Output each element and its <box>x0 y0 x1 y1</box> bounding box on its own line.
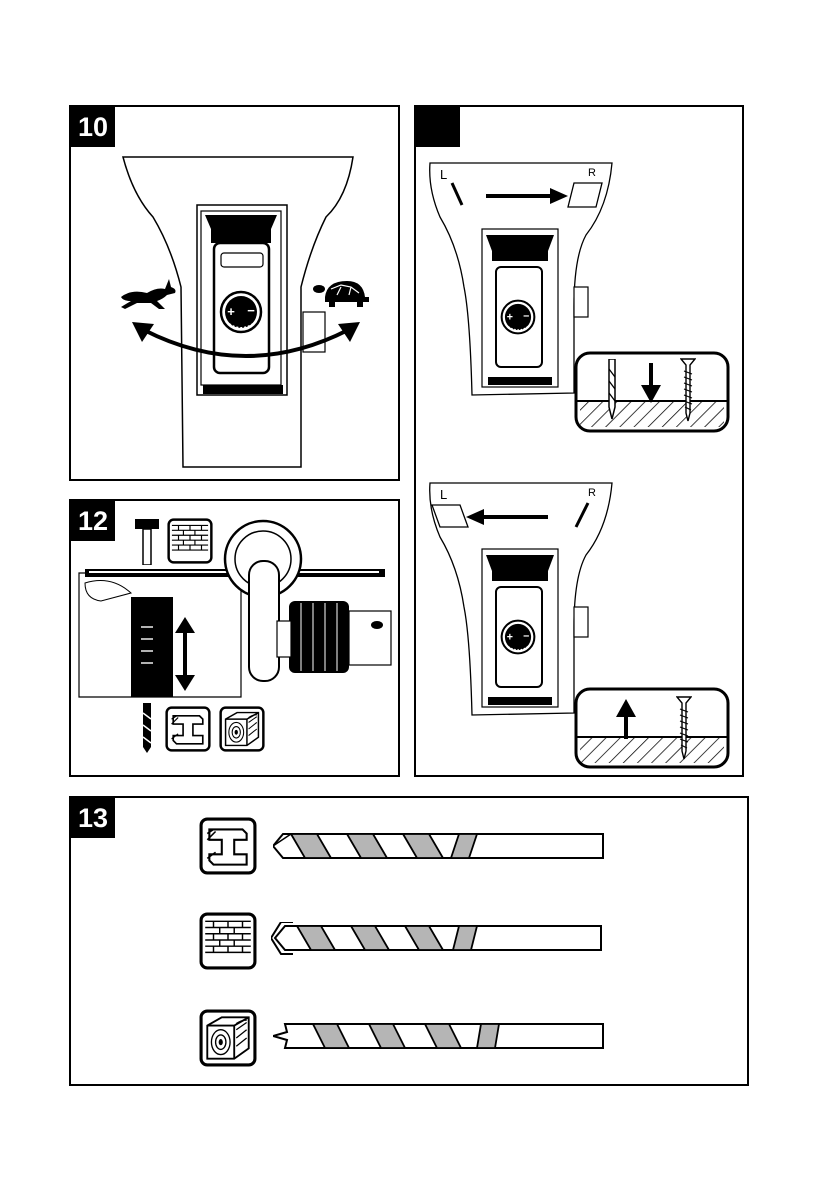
figure-11-direction-switch: L R L R <box>414 105 744 777</box>
wood-icon <box>219 706 265 752</box>
brick-wall-icon <box>199 912 257 970</box>
label-left-lower: L <box>440 487 447 502</box>
speed-dial-icon[interactable] <box>500 619 536 655</box>
hare-icon <box>117 275 179 311</box>
depth-arrow-icon <box>175 617 195 691</box>
drill-bit-icon <box>140 703 154 753</box>
direction-arrow-left-icon <box>466 508 548 526</box>
figure-10-speed-control: 10 <box>69 105 400 481</box>
screw-icon <box>676 695 692 761</box>
figure-number-13: 13 <box>71 798 115 838</box>
hammer-icon <box>135 519 159 565</box>
label-left-upper: L <box>440 167 447 182</box>
direction-arrow-right-icon <box>486 187 568 205</box>
wood-icon <box>199 1009 257 1067</box>
figure-13-drill-bits: 13 <box>69 796 749 1086</box>
arrow-down-icon <box>641 363 661 403</box>
label-right-upper: R <box>588 167 596 179</box>
steel-beam-icon <box>165 706 211 752</box>
figure-11-drawing <box>416 107 744 777</box>
wood-drill-bit-icon <box>273 1022 605 1052</box>
masonry-drill-bit-icon <box>271 922 603 956</box>
steel-beam-icon <box>199 817 257 875</box>
screw-icon <box>680 357 696 423</box>
tortoise-icon <box>311 275 373 311</box>
speed-dial-icon[interactable] <box>500 299 536 335</box>
metal-drill-bit-icon <box>273 832 605 862</box>
figure-12-depth-stop: 12 <box>69 499 400 777</box>
brick-wall-icon <box>167 518 213 564</box>
drill-bit-icon <box>606 359 618 421</box>
label-right-lower: R <box>588 487 596 499</box>
double-arrow-icon <box>126 312 366 382</box>
arrow-up-icon <box>616 699 636 739</box>
